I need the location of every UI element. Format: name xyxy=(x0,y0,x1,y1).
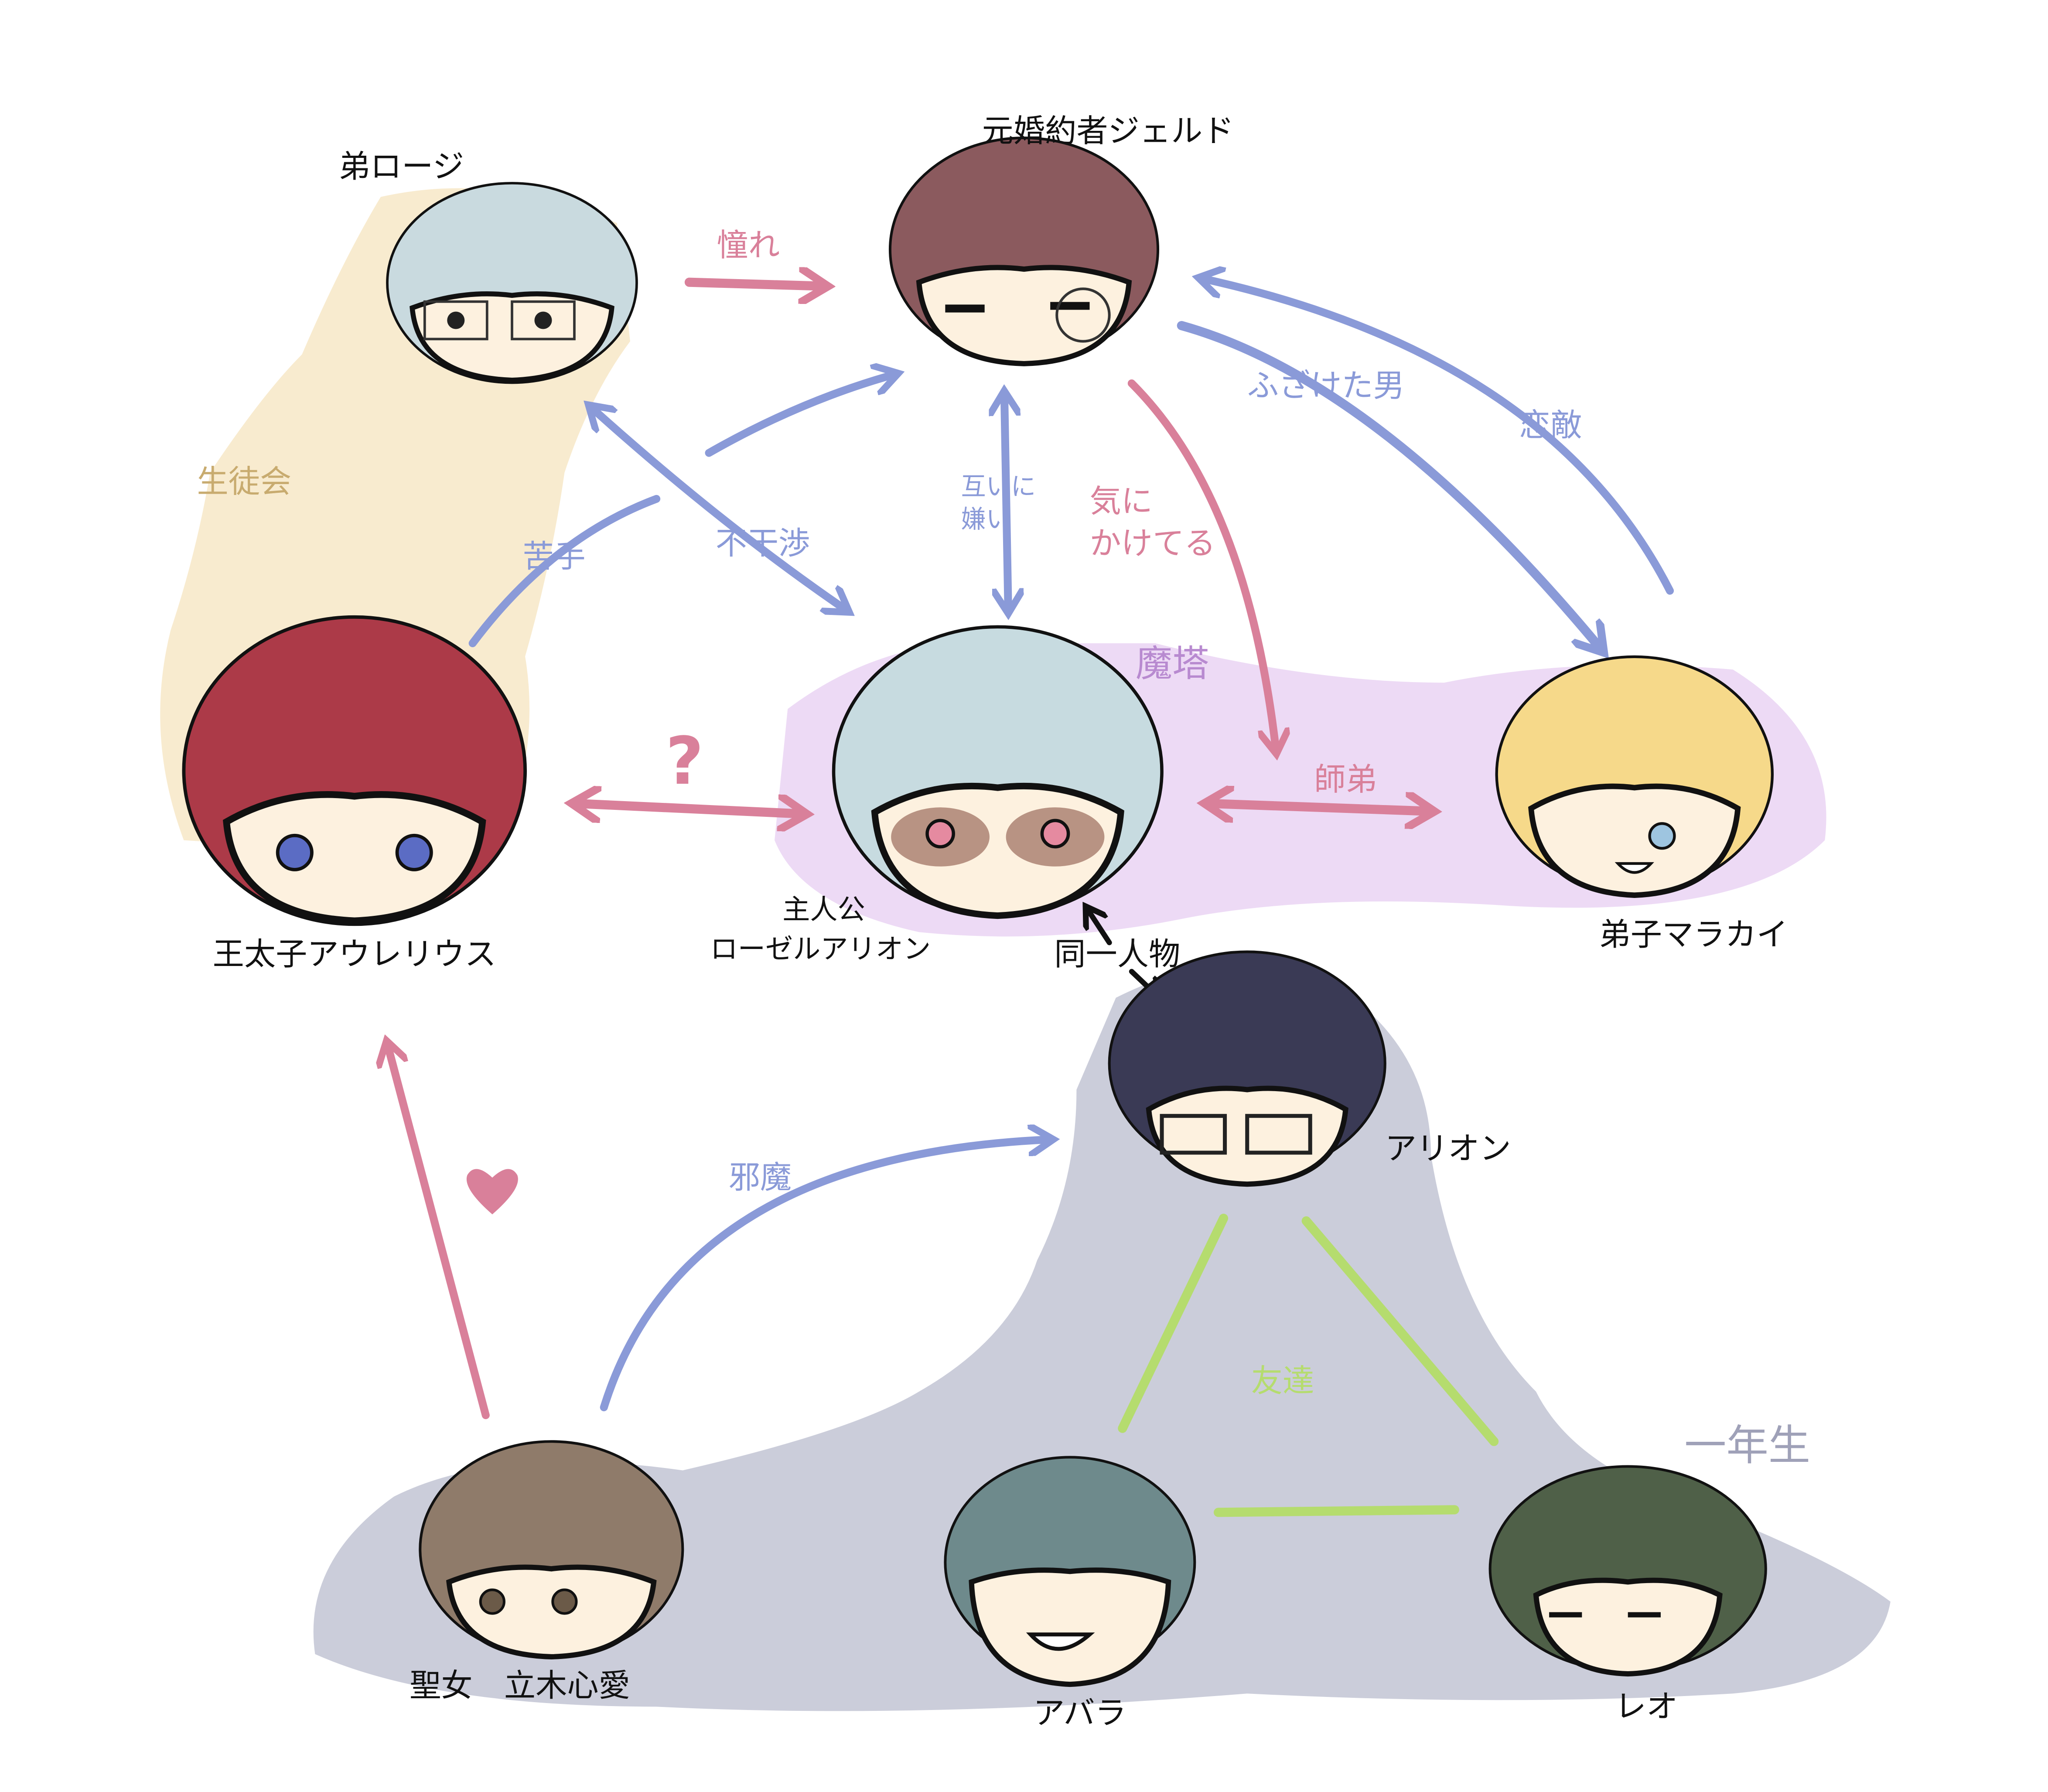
avatar-leo xyxy=(1488,1465,1767,1677)
label-cares-1: 気に xyxy=(1090,483,1153,520)
label-same-person: 同一人物 xyxy=(1054,936,1180,973)
heart-icon xyxy=(466,1169,518,1215)
avatar-arion xyxy=(1108,950,1386,1187)
label-non-interference: 不干渉 xyxy=(716,525,810,562)
avatar-protagonist xyxy=(832,625,1164,919)
avatar-jeld xyxy=(888,137,1160,366)
name-abara: アバラ xyxy=(1033,1695,1126,1731)
line-friends-arion-leo xyxy=(1301,1216,1499,1446)
avatar-cocoa xyxy=(419,1440,684,1659)
line-friends-abara-leo xyxy=(1213,1505,1459,1517)
name-aurelius: 王太子アウレリウス xyxy=(213,936,496,973)
arrow-obstacle xyxy=(600,1140,1050,1412)
avatar-abara xyxy=(944,1456,1196,1687)
label-question: ? xyxy=(666,723,703,799)
label-master-disciple: 師弟 xyxy=(1314,761,1377,798)
arrow-rival xyxy=(1201,278,1674,595)
group-label-first-year: 一年生 xyxy=(1684,1421,1810,1470)
label-rival: 恋敵 xyxy=(1519,407,1582,444)
name-protagonist-role: 主人公 xyxy=(782,893,865,925)
name-jeld: 元婚約者ジェルド xyxy=(982,113,1234,150)
avatar-aurelius xyxy=(182,615,527,926)
avatar-malakai xyxy=(1495,655,1774,898)
avatar-rosie xyxy=(386,182,638,384)
label-weak-against: 苦手 xyxy=(522,538,585,575)
arrow-admiration xyxy=(684,282,824,286)
name-rosie: 弟ロージ xyxy=(339,148,464,185)
arrow-mutual-dislike xyxy=(1004,394,1008,611)
label-mutual-dislike-1: 互いに xyxy=(961,472,1036,501)
name-protagonist: ローゼルアリオン xyxy=(710,932,931,965)
arrow-master-disciple xyxy=(1208,803,1431,811)
group-label-magic-tower: 魔塔 xyxy=(1136,642,1209,685)
first-year-region xyxy=(313,963,1891,1711)
label-admiration: 憧れ xyxy=(717,227,780,264)
arrow-non-interference xyxy=(591,407,847,611)
name-arion: アリオン xyxy=(1385,1130,1511,1167)
arrow-joker xyxy=(1177,321,1601,650)
arrow-question xyxy=(575,803,803,814)
arrow-love xyxy=(387,1044,490,1420)
name-malakai: 弟子マラカイ xyxy=(1599,916,1788,953)
label-friends: 友達 xyxy=(1251,1363,1314,1399)
label-obstacle: 邪魔 xyxy=(729,1159,792,1196)
line-friends-arion-abara xyxy=(1118,1213,1229,1433)
group-label-student-council: 生徒会 xyxy=(197,464,292,500)
label-cares-2: かけてる xyxy=(1090,525,1216,562)
name-cocoa: 聖女 立木心愛 xyxy=(410,1667,630,1704)
label-mutual-dislike-2: 嫌い xyxy=(961,505,1011,534)
label-joker: ふざけた男 xyxy=(1247,368,1405,404)
name-leo: レオ xyxy=(1615,1688,1678,1725)
arrow-cares xyxy=(1127,379,1276,751)
